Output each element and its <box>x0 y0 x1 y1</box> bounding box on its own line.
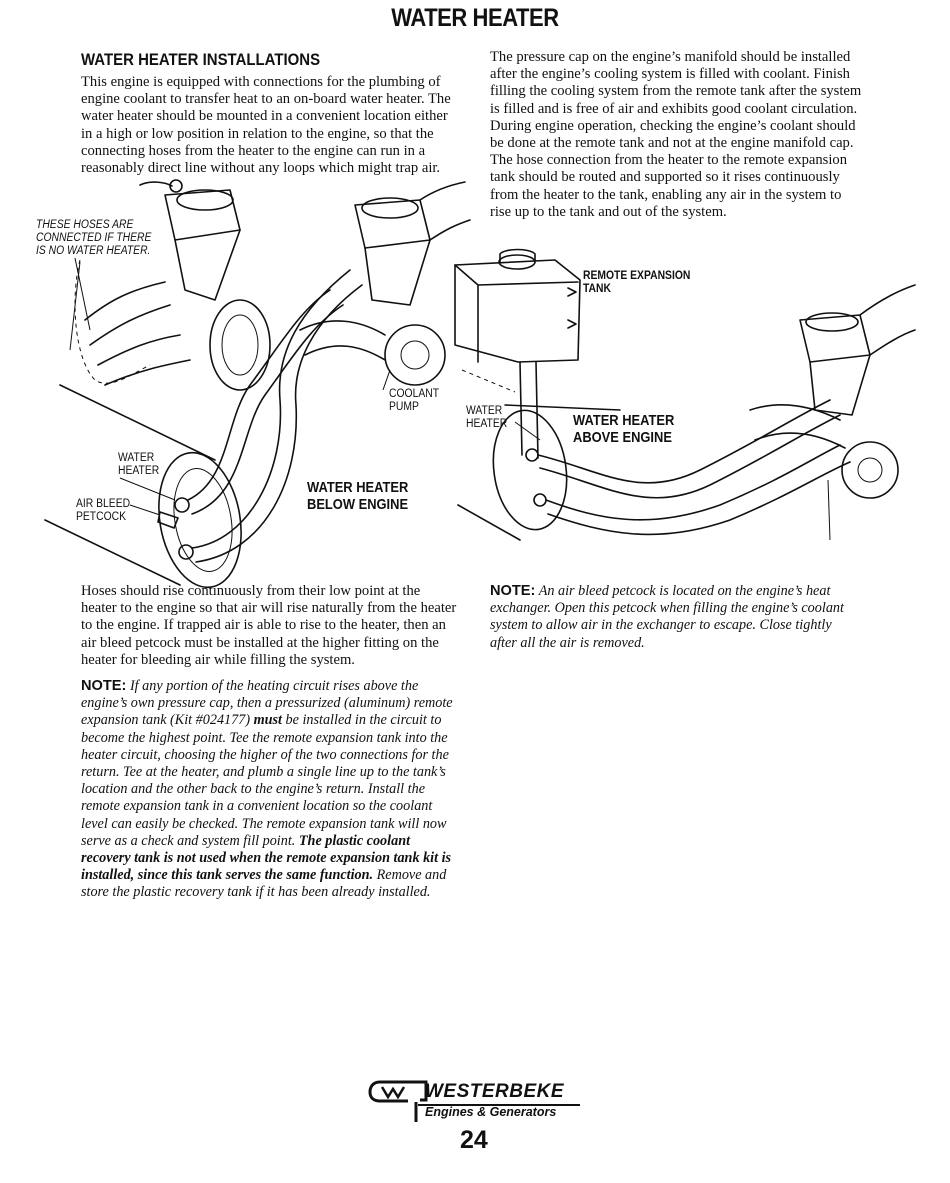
westerbeke-logo-icon <box>368 1080 428 1122</box>
pressure-cap-paragraph: The pressure cap on the engine’s manifol… <box>490 49 862 220</box>
remote-expansion-tank-label: REMOTE EXPANSION TANK <box>583 270 691 295</box>
page-title: WATER HEATER <box>391 4 559 32</box>
page-number: 24 <box>460 1126 488 1154</box>
brand-name: WESTERBEKE <box>425 1081 565 1102</box>
brand-underline <box>418 1104 580 1106</box>
water-heater-label-right: WATER HEATER <box>466 405 508 430</box>
hoses-connected-label: THESE HOSES ARE CONNECTED IF THERE IS NO… <box>36 219 152 257</box>
intro-paragraph: This engine is equipped with connections… <box>81 74 451 177</box>
brand-tagline: Engines & Generators <box>425 1105 557 1119</box>
hoses-paragraph: Hoses should rise continuously from thei… <box>81 583 457 668</box>
water-heater-label-left: WATER HEATER <box>118 452 160 477</box>
coolant-pump-label: COOLANT PUMP <box>389 388 440 413</box>
air-bleed-note: NOTE: An air bleed petcock is located on… <box>490 583 844 651</box>
above-engine-caption: WATER HEATER ABOVE ENGINE <box>573 412 675 446</box>
air-bleed-petcock-label: AIR BLEED PETCOCK <box>76 498 131 523</box>
expansion-tank-note: NOTE: If any portion of the heating circ… <box>81 678 453 901</box>
section-heading: WATER HEATER INSTALLATIONS <box>81 50 321 69</box>
below-engine-caption: WATER HEATER BELOW ENGINE <box>307 479 409 513</box>
